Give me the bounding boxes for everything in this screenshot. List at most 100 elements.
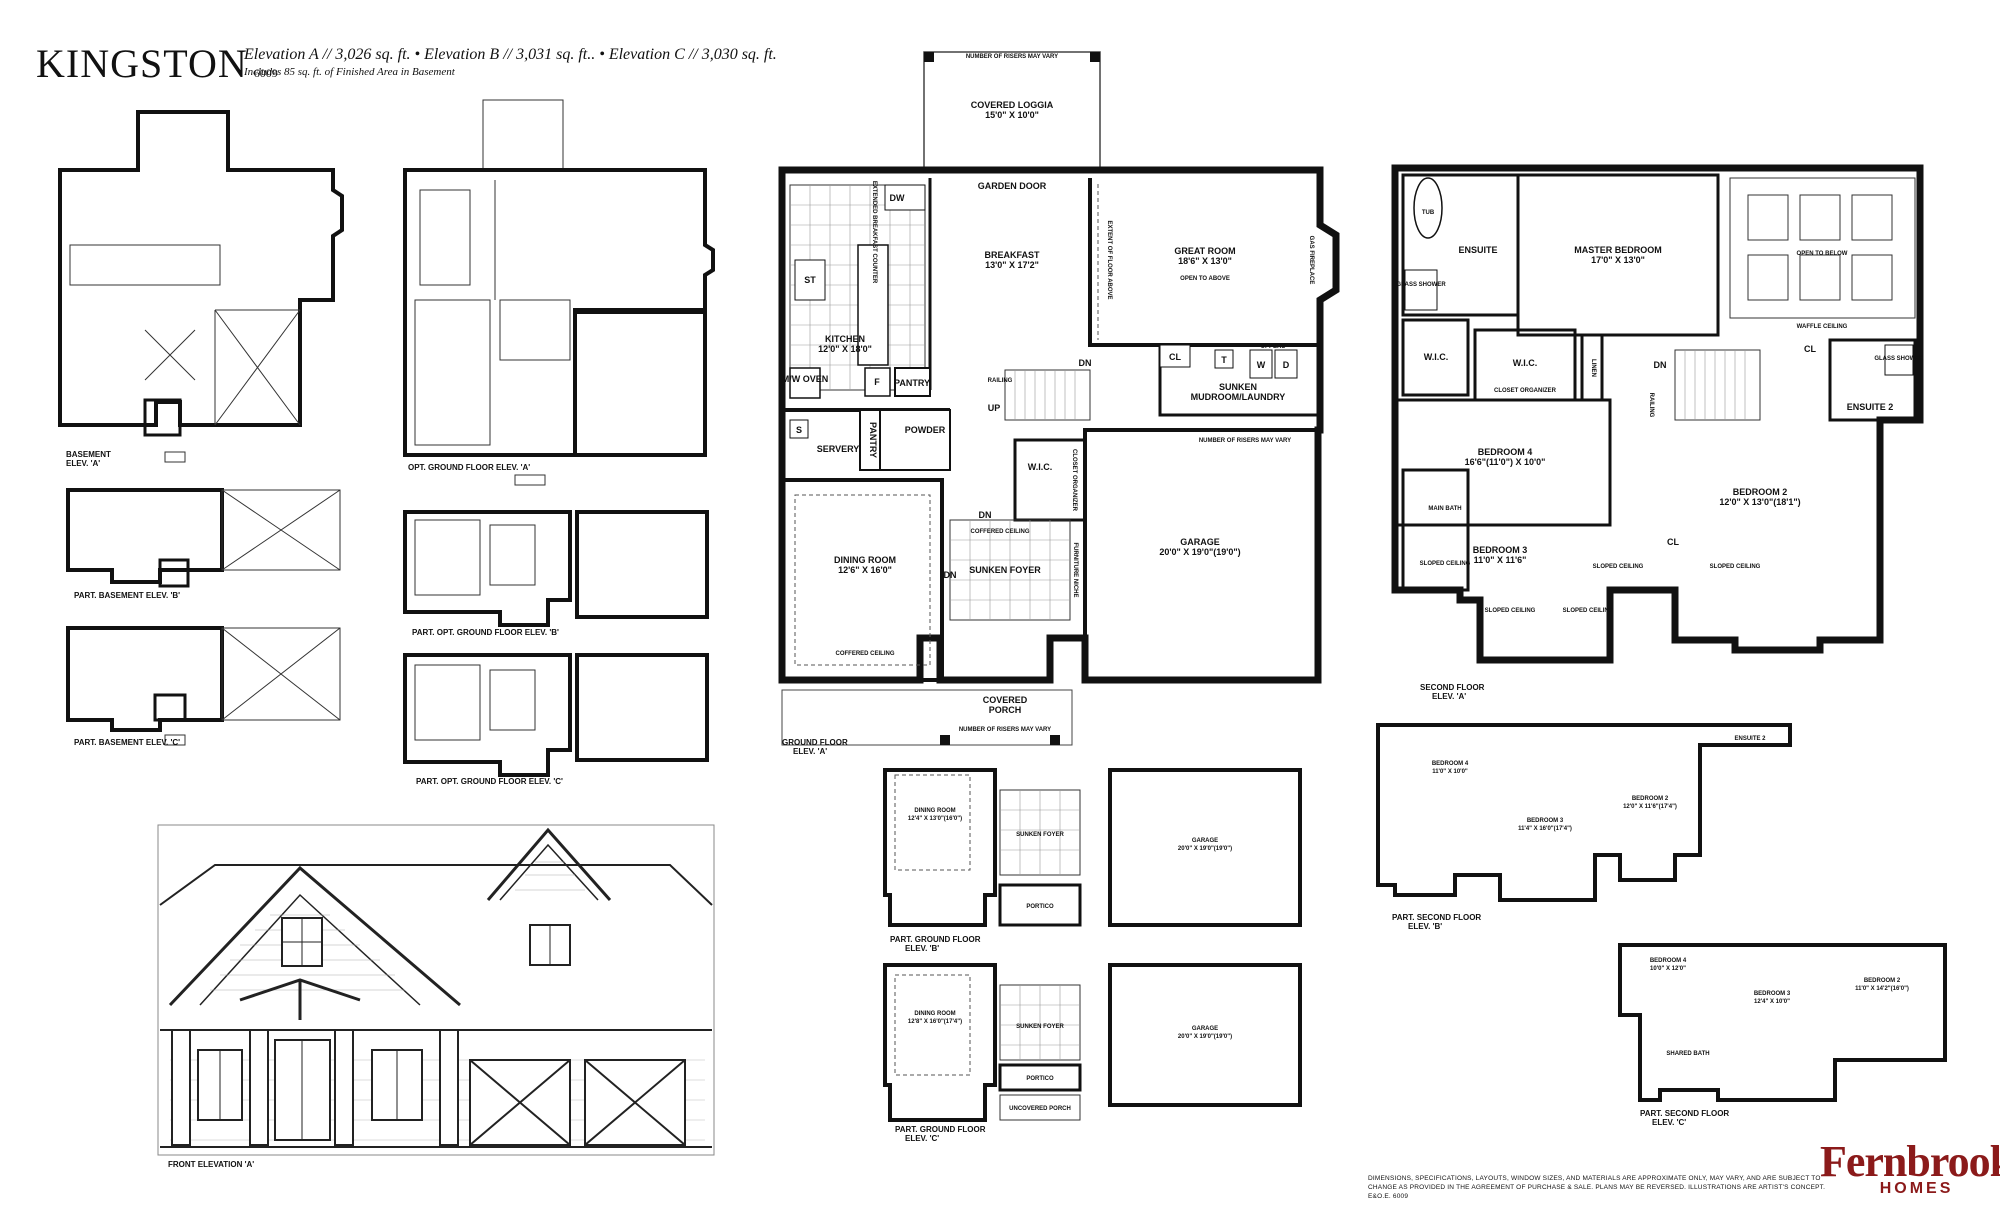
- sf-bedroom4: BEDROOM 4: [1478, 447, 1533, 457]
- gf-mudroom: MUDROOM/LAUNDRY: [1191, 392, 1286, 402]
- gf-railing: RAILING: [988, 378, 1013, 384]
- part-opt-ground-b-caption: PART. OPT. GROUND FLOOR ELEV. 'B': [412, 628, 559, 637]
- basement-note: Includes 85 sq. ft. of Finished Area in …: [244, 66, 455, 78]
- gf-dining-dim: 12'6" X 16'0": [838, 565, 892, 575]
- psc-bedroom2-dim: 11'0" X 14'2"(16'0"): [1855, 986, 1909, 992]
- gf-pantry-v: PANTRY: [868, 422, 878, 458]
- sf-sloped5: SLOPED CEILING: [1710, 564, 1761, 570]
- psb-elev: ELEV. 'B': [1408, 922, 1442, 931]
- gf-risers-bottom: NUMBER OF RISERS MAY VARY: [959, 727, 1051, 733]
- gf-garden-door: GARDEN DOOR: [978, 181, 1047, 191]
- sf-closet-org: CLOSET ORGANIZER: [1494, 388, 1557, 394]
- gf-risers-mid: NUMBER OF RISERS MAY VARY: [1199, 438, 1291, 444]
- sf-glass-shower: GLASS SHOWER: [1396, 282, 1446, 288]
- psc-bedroom2: BEDROOM 2: [1864, 978, 1901, 984]
- gf-mw-oven: M/W OVEN: [782, 374, 829, 384]
- psb-bedroom4-dim: 11'0" X 10'0": [1432, 769, 1468, 775]
- pgb-dining-dim: 12'4" X 13'0"(16'0"): [908, 816, 962, 822]
- part-ground-c-plan: DINING ROOM 12'8" X 16'0"(17'4") SUNKEN …: [883, 963, 1302, 1143]
- logo-homes: HOMES: [1879, 1180, 1954, 1197]
- psc-bedroom4: BEDROOM 4: [1650, 958, 1687, 964]
- gf-kitchen-dim: 12'0" X 18'0": [818, 344, 872, 354]
- sf-glass-shower2: GLASS SHOWER: [1874, 356, 1924, 362]
- psc-shared-bath: SHARED BATH: [1666, 1051, 1709, 1057]
- part-basement-c-plan: PART. BASEMENT ELEV. 'C': [66, 626, 341, 747]
- pgb-caption: PART. GROUND FLOOR: [890, 935, 981, 944]
- gf-garage-dim: 20'0" X 19'0"(19'0"): [1159, 547, 1240, 557]
- part-basement-c-caption: PART. BASEMENT ELEV. 'C': [74, 738, 180, 747]
- gf-t: T: [1221, 355, 1227, 365]
- gf-elev: ELEV. 'A': [793, 747, 827, 756]
- gf-gas-fireplace: GAS FIREPLACE: [1308, 236, 1314, 285]
- sf-dn: DN: [1654, 360, 1667, 370]
- pgc-dining: DINING ROOM: [914, 1011, 955, 1017]
- psb-caption: PART. SECOND FLOOR: [1392, 913, 1481, 922]
- gf-risers-top: NUMBER OF RISERS MAY VARY: [966, 54, 1058, 60]
- sf-cl: CL: [1804, 344, 1816, 354]
- sf-tub: TUB: [1422, 210, 1435, 216]
- gf-open-to-above: OPEN TO ABOVE: [1180, 276, 1230, 282]
- part-opt-ground-b-plan: PART. OPT. GROUND FLOOR ELEV. 'B': [403, 510, 709, 637]
- pgc-uncovered-porch: UNCOVERED PORCH: [1009, 1106, 1071, 1112]
- sf-wic2: W.I.C.: [1513, 358, 1538, 368]
- gf-extent-floor: EXTENT OF FLOOR ABOVE: [1106, 220, 1112, 299]
- sf-sloped4: SLOPED CEILING: [1593, 564, 1644, 570]
- gf-w: W: [1257, 360, 1266, 370]
- gf-st: ST: [804, 275, 816, 285]
- gf-dining-room: DINING ROOM: [834, 555, 896, 565]
- sf-ensuite: ENSUITE: [1458, 245, 1497, 255]
- sf-wic1: W.I.C.: [1424, 352, 1449, 362]
- gf-breakfast-dim: 13'0" X 17'2": [985, 260, 1039, 270]
- pgc-sunken-foyer: SUNKEN FOYER: [1016, 1024, 1064, 1030]
- pgb-sunken-foyer: SUNKEN FOYER: [1016, 832, 1064, 838]
- opt-ground-caption: OPT. GROUND FLOOR ELEV. 'A': [408, 463, 530, 472]
- gf-dn-dining: DN: [944, 570, 957, 580]
- sf-ensuite2: ENSUITE 2: [1847, 402, 1894, 412]
- psb-ensuite2: ENSUITE 2: [1734, 736, 1766, 742]
- gf-great-room: GREAT ROOM: [1174, 246, 1235, 256]
- ground-floor-plan: NUMBER OF RISERS MAY VARY COVERED LOGGIA…: [778, 51, 1340, 756]
- sf-cl2: CL: [1667, 537, 1679, 547]
- gf-extended-counter: EXTENDED BREAKFAST COUNTER: [871, 181, 877, 284]
- pgb-elev: ELEV. 'B': [905, 944, 939, 953]
- sf-linen: LINEN: [1590, 359, 1596, 377]
- sf-railing: RAILING: [1648, 393, 1654, 418]
- part-basement-b-caption: PART. BASEMENT ELEV. 'B': [74, 591, 180, 600]
- gf-wic: W.I.C.: [1028, 462, 1053, 472]
- sf-bedroom3-dim: 11'0" X 11'6": [1474, 555, 1527, 565]
- gf-uppers: UPPERS: [1261, 344, 1286, 350]
- fernbrook-logo: Fernbrook HOMES: [1820, 1140, 2000, 1198]
- pgb-garage-dim: 20'0" X 19'0"(19'0"): [1178, 846, 1232, 852]
- part-second-c-plan: BEDROOM 4 10'0" X 12'0" BEDROOM 3 12'4" …: [1618, 943, 1947, 1127]
- gf-breakfast: BREAKFAST: [984, 250, 1040, 260]
- second-floor-plan: TUB ENSUITE GLASS SHOWER MASTER BEDROOM …: [1391, 164, 1924, 701]
- front-elevation-caption: FRONT ELEVATION 'A': [168, 1160, 254, 1169]
- basement-plan: BASEMENT ELEV. 'A': [58, 110, 344, 468]
- gf-up: UP: [988, 403, 1001, 413]
- psc-bedroom3-dim: 12'4" X 10'0": [1754, 999, 1790, 1005]
- gf-furniture-niche: FURNITURE NICHE: [1072, 543, 1078, 598]
- sf-open-below: OPEN TO BELOW: [1797, 251, 1848, 257]
- psb-bedroom2: BEDROOM 2: [1632, 796, 1669, 802]
- gf-closet-org: CLOSET ORGANIZER: [1071, 449, 1077, 512]
- gf-caption: GROUND FLOOR: [782, 738, 848, 747]
- psb-bedroom4: BEDROOM 4: [1432, 761, 1469, 767]
- sf-sloped1: SLOPED CEILING: [1420, 561, 1471, 567]
- part-basement-b-plan: PART. BASEMENT ELEV. 'B': [66, 488, 341, 600]
- sf-bedroom2: BEDROOM 2: [1733, 487, 1788, 497]
- part-second-b-plan: BEDROOM 4 11'0" X 10'0" BEDROOM 3 11'4" …: [1376, 723, 1792, 931]
- gf-pantry: PANTRY: [894, 378, 930, 388]
- gf-covered-loggia-dim: 15'0" X 10'0": [985, 110, 1039, 120]
- disclaimer-text: Dimensions, specifications, layouts, win…: [1368, 1175, 1826, 1200]
- psb-bedroom3-dim: 11'4" X 16'0"(17'4"): [1518, 826, 1572, 832]
- pgb-garage: GARAGE: [1192, 838, 1218, 844]
- gf-coffered: COFFERED CEILING: [970, 529, 1029, 535]
- pgc-portico: PORTICO: [1026, 1076, 1054, 1082]
- gf-dn-foyer: DN: [979, 510, 992, 520]
- model-number: 6009: [253, 66, 278, 80]
- pgc-garage-dim: 20'0" X 19'0"(19'0"): [1178, 1034, 1232, 1040]
- gf-covered-loggia: COVERED LOGGIA: [971, 100, 1054, 110]
- gf-sunken-foyer: SUNKEN FOYER: [969, 565, 1041, 575]
